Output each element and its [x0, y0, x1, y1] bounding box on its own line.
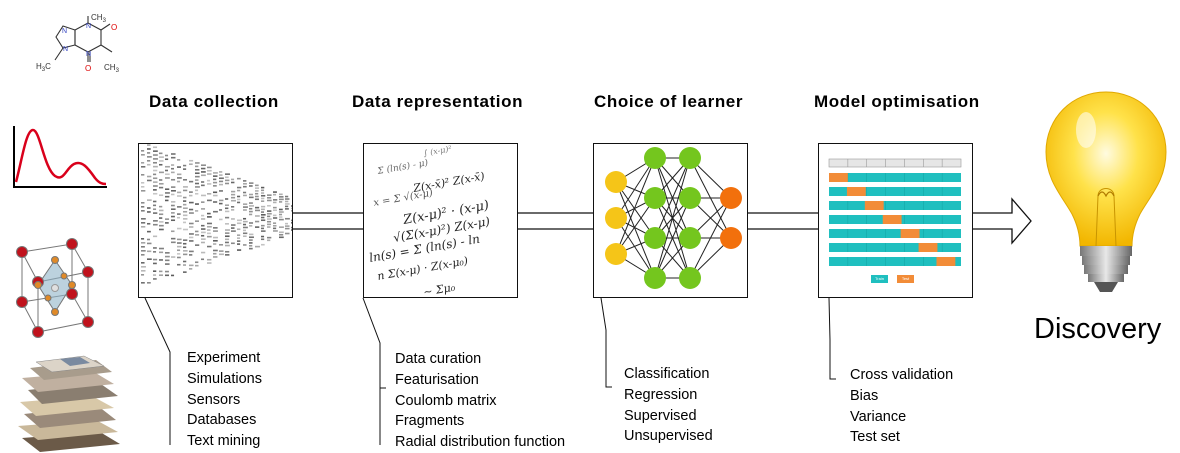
list-item: Test set	[850, 429, 900, 446]
list-item: Fragments	[395, 413, 465, 430]
methyl-top-label: CH3	[91, 13, 107, 24]
data-representation-panel: ∫ (x-μ)² Σ (ln(s) - μ) Z(x-x̄)² Z(x-x̄) …	[363, 143, 518, 298]
cross-validation-graphic	[828, 158, 962, 266]
choice-of-learner-panel	[593, 143, 748, 298]
neuron-node	[679, 147, 701, 169]
fold-row	[829, 173, 961, 182]
fold-row	[829, 257, 961, 266]
list-item: Databases	[187, 412, 257, 429]
stage-title-data-collection: Data collection	[149, 92, 279, 111]
svg-text:N: N	[63, 46, 68, 53]
stage-title-choice-of-learner: Choice of learner	[594, 92, 744, 111]
spectrum-curve-icon	[13, 126, 107, 188]
data-collection-panel	[138, 143, 293, 298]
svg-text:N: N	[86, 23, 91, 30]
test-button: Test	[897, 275, 914, 283]
list-item: Cross validation	[850, 367, 954, 383]
list-item: Data curation	[395, 351, 482, 367]
model-optimisation-panel: Train Test	[818, 143, 973, 298]
fold-row	[829, 187, 961, 196]
neuron-node	[720, 187, 742, 209]
data-collection-list: Experiment Simulations Sensors Databases…	[187, 348, 262, 452]
list-item: Classification	[624, 366, 710, 382]
neuron-node	[679, 227, 701, 249]
train-button: Train	[871, 275, 888, 283]
test-fold	[882, 215, 902, 224]
neuron-node	[605, 171, 627, 193]
list-item: Variance	[850, 408, 907, 425]
list-item: Bias	[850, 387, 879, 404]
neural-network-graphic	[605, 147, 742, 289]
choice-of-learner-list: Classification Regression Supervised Uns…	[624, 364, 713, 447]
svg-text:O: O	[85, 64, 91, 73]
test-fold	[918, 243, 938, 252]
list-item: Radial distribution function	[395, 434, 566, 451]
molecule-icon	[54, 16, 113, 62]
source-icons: CH3 CH3 H3C O O N N N N	[13, 13, 120, 452]
list-item: Simulations	[187, 370, 262, 387]
equations-graphic: ∫ (x-μ)² Σ (ln(s) - μ) Z(x-x̄)² Z(x-x̄) …	[368, 144, 491, 298]
fold-row	[829, 229, 961, 238]
svg-text:~ Σμ₀: ~ Σμ₀	[422, 280, 456, 298]
list-item: Featurisation	[395, 371, 479, 388]
stage-title-model-optimisation: Model optimisation	[814, 92, 980, 111]
list-item: Supervised	[624, 407, 697, 424]
list-item: Coulomb matrix	[395, 392, 497, 409]
svg-text:N: N	[86, 51, 91, 58]
neuron-node	[720, 227, 742, 249]
svg-text:N: N	[62, 28, 67, 35]
list-item: Sensors	[187, 391, 241, 408]
test-fold	[900, 229, 920, 238]
test-fold	[936, 257, 956, 266]
stage-title-data-representation: Data representation	[352, 92, 524, 111]
crystal-structure-icon	[16, 238, 94, 338]
svg-text:O: O	[111, 23, 117, 32]
methyl-right-label: CH3	[104, 63, 120, 74]
test-fold	[864, 201, 884, 210]
data-representation-list: Data curation Featurisation Coulomb matr…	[395, 349, 565, 453]
fold-row	[829, 243, 961, 252]
list-item: Text mining	[187, 433, 261, 450]
discovery-label: Discovery	[1034, 313, 1162, 345]
list-item: Experiment	[187, 350, 261, 366]
test-fold	[846, 187, 866, 196]
binary-stream-graphic	[141, 144, 292, 284]
list-item: Unsupervised	[624, 428, 713, 445]
neuron-node	[679, 267, 701, 289]
neuron-node	[644, 147, 666, 169]
list-item: Regression	[624, 386, 698, 403]
neuron-node	[605, 243, 627, 265]
test-fold	[829, 173, 848, 182]
neuron-node	[644, 227, 666, 249]
model-optimisation-list: Cross validation Bias Variance Test set	[850, 365, 953, 448]
neuron-node	[605, 207, 627, 229]
journals-stack-icon	[18, 355, 120, 452]
neuron-node	[679, 187, 701, 209]
neuron-node	[644, 267, 666, 289]
methyl-left-label: H3C	[36, 62, 51, 73]
fold-row	[829, 201, 961, 210]
neuron-node	[644, 187, 666, 209]
